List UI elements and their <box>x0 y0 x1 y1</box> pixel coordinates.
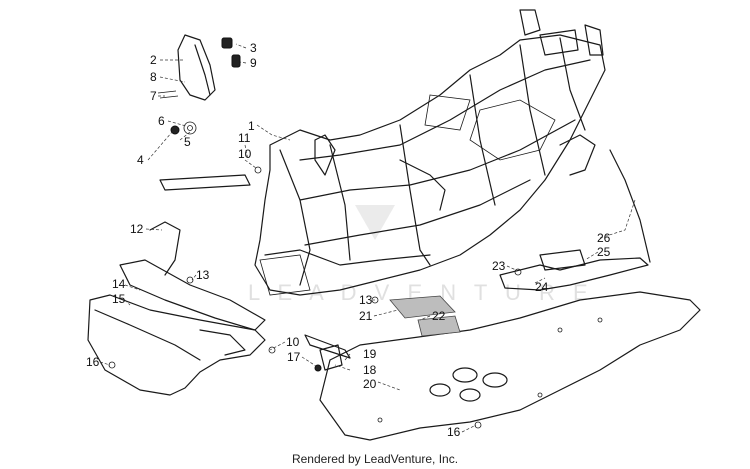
callout-9: 9 <box>250 56 257 70</box>
callout-1: 1 <box>248 119 255 133</box>
callout-16-left: 16 <box>86 355 100 369</box>
leader-lines <box>99 43 636 433</box>
callout-7: 7 <box>150 89 157 103</box>
skid-plate <box>319 291 701 441</box>
fasteners <box>108 166 522 429</box>
callout-4: 4 <box>137 153 144 167</box>
callout-22: 22 <box>432 309 446 323</box>
callout-13-center: 13 <box>359 293 373 307</box>
callout-10-upper: 10 <box>238 147 252 161</box>
callout-24: 24 <box>535 280 549 294</box>
callout-3: 3 <box>250 41 257 55</box>
callout-21: 21 <box>359 309 373 323</box>
link-bracket <box>304 334 351 372</box>
callout-25: 25 <box>597 245 611 259</box>
callout-14: 14 <box>112 277 126 291</box>
callout-18: 18 <box>363 363 377 377</box>
callout-13-left: 13 <box>196 268 210 282</box>
callout-6: 6 <box>158 114 165 128</box>
callout-16-bottom: 16 <box>447 425 461 439</box>
watermark-logo: L E A D V E N T U R E <box>248 205 588 305</box>
callout-20: 20 <box>363 377 377 391</box>
front-bumper <box>87 174 266 396</box>
callout-11: 11 <box>238 131 251 145</box>
callout-17: 17 <box>287 350 301 364</box>
callout-26: 26 <box>597 231 611 245</box>
callout-19: 19 <box>363 347 377 361</box>
pads <box>389 295 461 337</box>
fender-bracket <box>157 34 241 135</box>
callout-15: 15 <box>112 292 126 306</box>
callout-12: 12 <box>130 222 144 236</box>
footer-credit: Rendered by LeadVenture, Inc. <box>291 452 459 466</box>
main-frame <box>254 9 606 296</box>
callout-5: 5 <box>184 135 191 149</box>
rear-brace <box>499 149 651 291</box>
callout-23: 23 <box>492 259 506 273</box>
callout-10-lower: 10 <box>286 335 300 349</box>
callout-8: 8 <box>150 70 157 84</box>
callouts: 1 2 3 8 9 7 6 5 4 11 10 12 13 14 15 16 1… <box>86 41 611 439</box>
callout-2: 2 <box>150 53 157 67</box>
